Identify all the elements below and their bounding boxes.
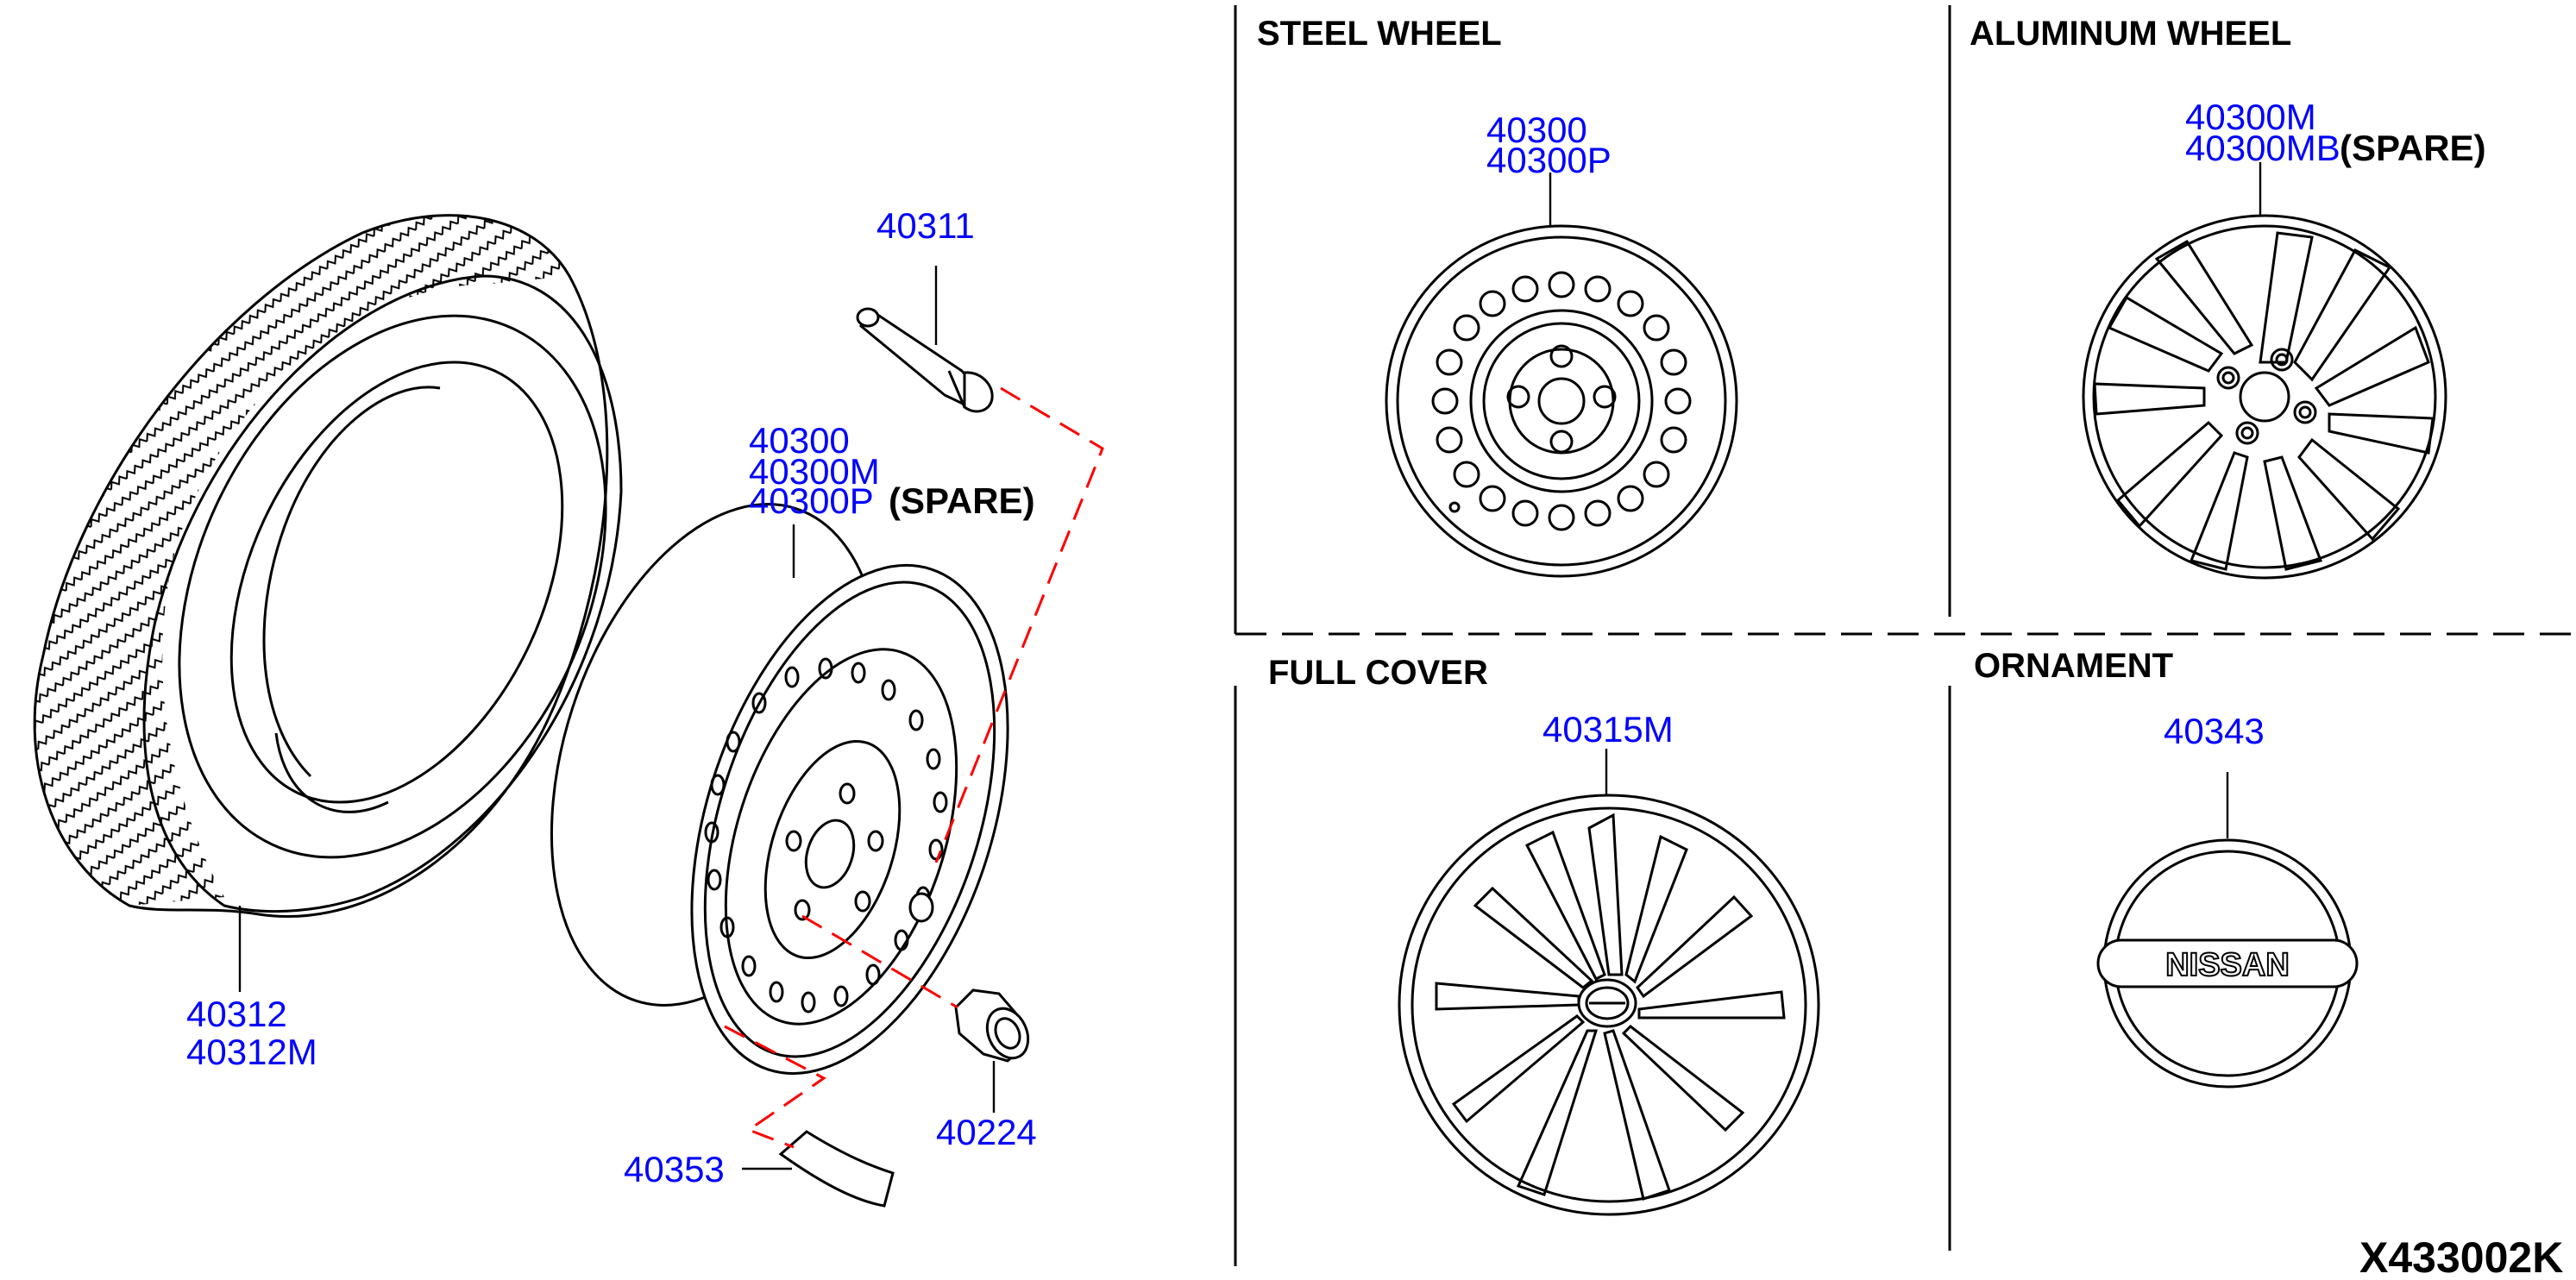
ornament-logo-text: NISSAN	[2165, 947, 2290, 983]
label-40300m: 40300M	[749, 451, 880, 492]
label-40343: 40343	[2164, 711, 2265, 751]
label-40311: 40311	[876, 205, 975, 246]
label-spare: (SPARE)	[889, 480, 1035, 521]
ornament-drawing: NISSAN	[2096, 838, 2359, 1089]
label-40353: 40353	[624, 1149, 725, 1189]
header-aluminum-wheel: ALUMINUM WHEEL	[1970, 15, 2291, 53]
full-cover-drawing	[1398, 794, 1820, 1216]
label-40312: 40312	[186, 994, 287, 1034]
label-alu-40300m: 40300M	[2185, 97, 2316, 137]
label-alu-spare: (SPARE)	[2340, 128, 2486, 168]
nut-red-leader	[801, 914, 958, 1009]
label-steel-40300: 40300	[1486, 110, 1587, 150]
header-ornament: ORNAMENT	[1974, 647, 2173, 685]
tire-drawing	[33, 214, 623, 919]
label-steel-40300p: 40300P	[1486, 140, 1612, 180]
wheel-vent-holes	[704, 657, 948, 1013]
diagram-code: X433002K	[2359, 1233, 2563, 1280]
steel-wheel-holes	[1431, 271, 1692, 531]
label-alu-40300mb: 40300MB	[2185, 128, 2340, 168]
valve-drawing	[856, 307, 994, 413]
steel-wheel-drawing	[1385, 224, 1738, 578]
weight-drawing	[778, 1130, 895, 1208]
nut-drawing	[954, 988, 1030, 1063]
label-40315m: 40315M	[1542, 709, 1674, 750]
label-40312m: 40312M	[186, 1032, 317, 1072]
wheel-exploded-drawing	[550, 503, 1009, 1076]
weight-red-leader	[724, 1025, 826, 1149]
label-40300p: 40300P	[749, 480, 874, 521]
label-40224: 40224	[936, 1112, 1037, 1152]
aluminum-wheel-drawing	[2082, 214, 2447, 580]
label-40300: 40300	[749, 420, 850, 461]
valve-red-leader	[934, 386, 1104, 863]
header-steel-wheel: STEEL WHEEL	[1257, 15, 1502, 53]
header-full-cover: FULL COVER	[1268, 654, 1488, 692]
